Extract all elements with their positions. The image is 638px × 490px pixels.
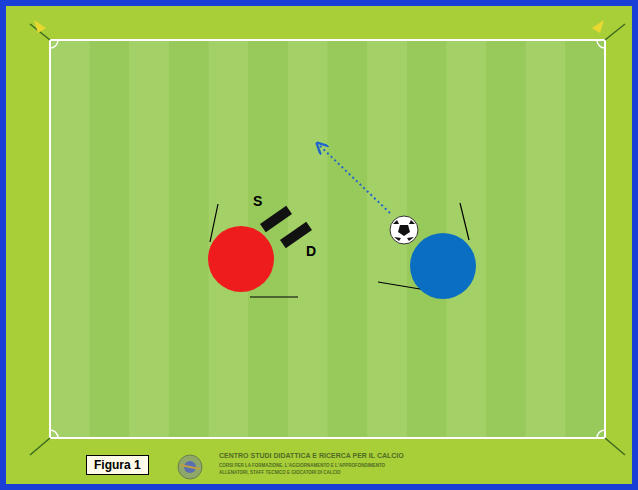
pitch-stripe [328,40,368,438]
pitch-stripe [50,40,90,438]
pitch-stripe [486,40,526,438]
pitch-stripe [169,40,209,438]
player-label: D [306,243,316,259]
player-label: S [253,193,262,209]
watermark: CORSI PER LA FORMAZIONE, L'AGGIORNAMENTO… [219,463,385,468]
pitch-stripe [129,40,169,438]
player-lines [210,204,298,297]
watermark: CENTRO STUDI DIDATTICA E RICERCA PER IL … [219,452,404,459]
pitch-stripe [90,40,130,438]
pitch-stripe [526,40,566,438]
touch-line [50,40,605,438]
ball [390,216,418,244]
figure-caption: Figura 1 [86,455,149,475]
corner-flags [34,20,604,33]
pitch-stripe [565,40,605,438]
logo [178,455,202,479]
corner-arcs [50,40,605,438]
outer-ground [6,6,632,484]
pitch-stripes [50,40,606,438]
watermark: ALLENATORI, STAFF TECNICO E GIOCATORI DI… [219,470,341,475]
pass-arrow [318,144,390,213]
foot-marker [260,206,292,233]
red-player [208,226,274,292]
player-lines [378,203,469,289]
corner-lines [30,24,625,455]
